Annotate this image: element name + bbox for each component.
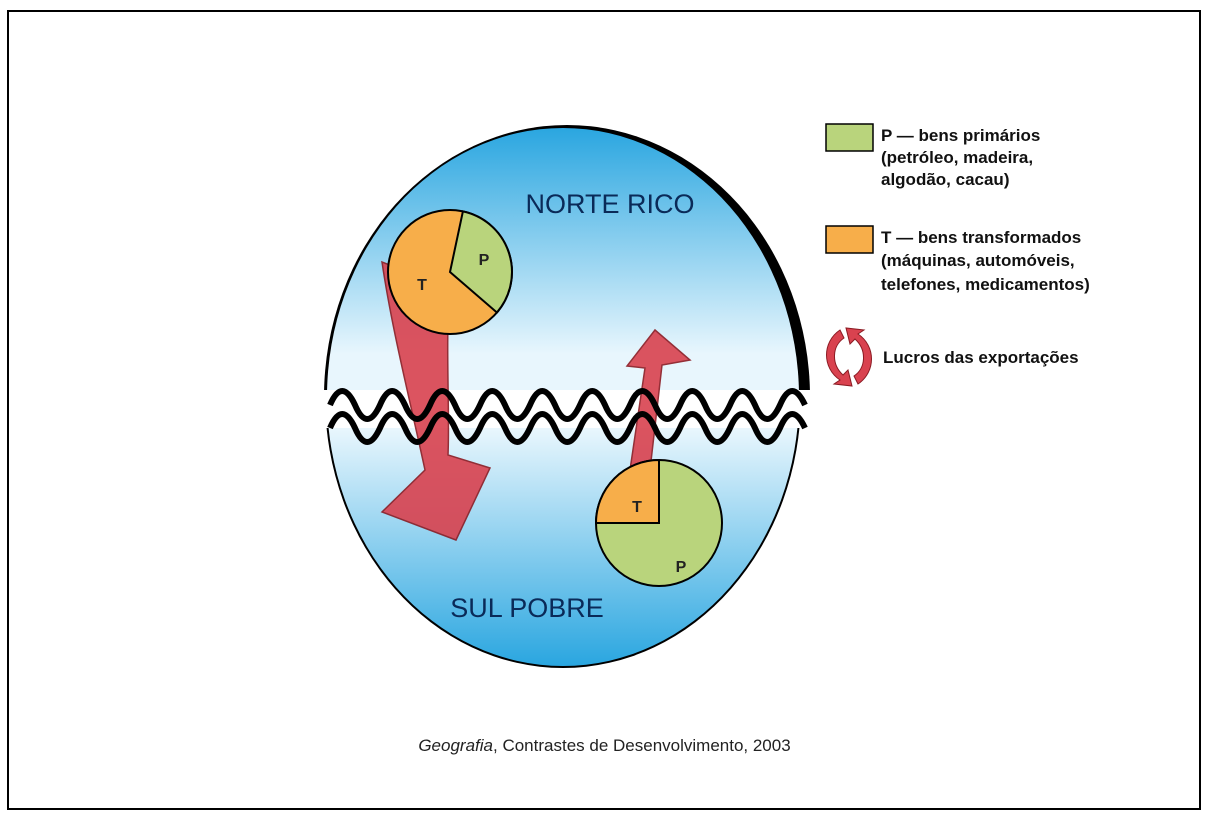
north-label: NORTE RICO bbox=[525, 189, 694, 219]
source-caption: Geografia, Contrastes de Desenvolvimento… bbox=[0, 736, 1209, 756]
north-pie: P T bbox=[387, 209, 513, 335]
legend-primary-line-2: (petróleo, madeira, bbox=[881, 148, 1033, 167]
legend: P — bens primários (petróleo, madeira, a… bbox=[825, 123, 1090, 387]
legend-transformed-line-1: T — bens transformados bbox=[881, 228, 1081, 247]
wave-separator bbox=[327, 388, 808, 445]
south-label: SUL POBRE bbox=[450, 593, 604, 623]
legend-transformed-line-2: (máquinas, automóveis, bbox=[881, 251, 1075, 270]
north-pie-t-label: T bbox=[417, 277, 427, 294]
legend-primary-line-3: algodão, cacau) bbox=[881, 170, 1009, 189]
legend-swatch-primary bbox=[825, 123, 874, 152]
north-pie-p-label: P bbox=[479, 252, 490, 269]
south-pie: T P bbox=[594, 458, 723, 587]
legend-swatch-transformed bbox=[825, 225, 874, 254]
south-pie-t-label: T bbox=[632, 499, 642, 516]
down-arrow bbox=[380, 260, 492, 541]
caption-rest: , Contrastes de Desenvolvimento, 2003 bbox=[493, 736, 791, 755]
north-pie-p-slice bbox=[448, 210, 513, 314]
up-arrow bbox=[625, 328, 692, 471]
legend-primary-line-1: P — bens primários bbox=[881, 126, 1040, 145]
circular-arrows-icon bbox=[826, 327, 872, 387]
legend-profits-label: Lucros das exportações bbox=[883, 348, 1079, 367]
south-pie-p-label: P bbox=[676, 559, 687, 576]
caption-italic: Geografia bbox=[418, 736, 493, 755]
legend-transformed-line-3: telefones, medicamentos) bbox=[881, 275, 1090, 294]
south-pie-t-slice bbox=[594, 458, 660, 524]
